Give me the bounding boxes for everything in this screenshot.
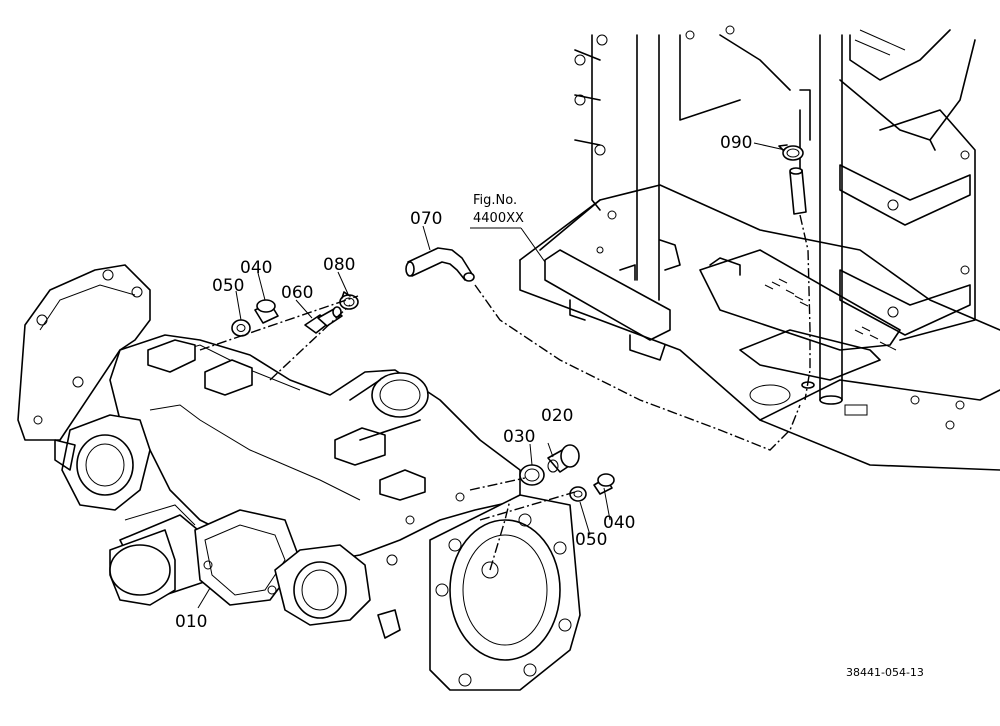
part-050-right-washer-drawing — [569, 486, 587, 502]
label-040-top: 040 — [240, 258, 272, 278]
label-080: 080 — [323, 255, 355, 275]
label-090: 090 — [720, 133, 752, 153]
label-060: 060 — [281, 283, 313, 303]
part-080-clamp-drawing — [339, 291, 359, 310]
part-090-clamp-and-hose-drawing — [778, 144, 807, 215]
part-070-hose-drawing — [405, 247, 475, 282]
label-050-top: 050 — [212, 276, 244, 296]
label-040-right: 040 — [603, 513, 635, 533]
part-020-plug-drawing — [547, 444, 580, 473]
label-010: 010 — [175, 612, 207, 632]
part-040-top-plug-drawing — [254, 299, 279, 324]
figure-reference-title: Fig.No. — [473, 193, 517, 208]
part-030-seal-drawing — [519, 464, 545, 486]
figure-reference-number: 4400XX — [473, 211, 524, 226]
front-axle-housing-drawing — [17, 264, 581, 691]
label-030: 030 — [503, 427, 535, 447]
part-040-right-plug-drawing — [593, 473, 615, 495]
tractor-frame-drawing — [519, 25, 1000, 471]
assembly-lines — [199, 214, 811, 571]
label-070: 070 — [410, 209, 442, 229]
leader-lines — [197, 142, 786, 609]
drawing-code: 38441-054-13 — [846, 666, 924, 679]
label-050-right: 050 — [575, 530, 607, 550]
label-020: 020 — [541, 406, 573, 426]
